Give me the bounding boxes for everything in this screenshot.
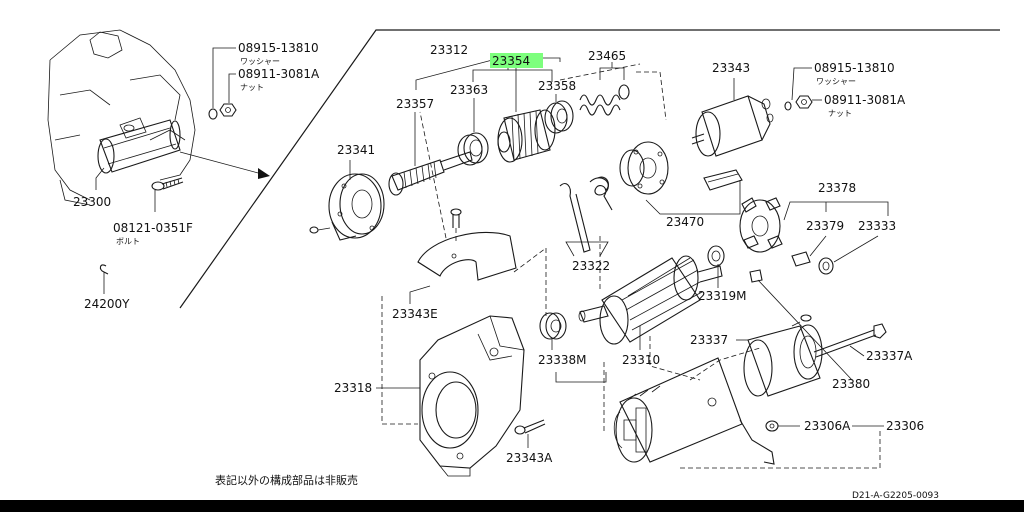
label-08911-left-sub: ナット [240, 83, 264, 92]
label-23357: 23357 [396, 97, 434, 111]
drive-bracket-drawing [419, 315, 525, 477]
label-23310: 23310 [622, 353, 660, 367]
footer-note: 表記以外の構成部品は非販売 [215, 473, 358, 487]
label-23337A: 23337A [866, 349, 913, 363]
armature-drawing [578, 255, 723, 345]
part-highlight [490, 53, 543, 68]
label-23341: 23341 [337, 143, 375, 157]
washer-nut-left [208, 103, 237, 120]
label-24200Y: 24200Y [84, 297, 130, 311]
label-23333: 23333 [858, 219, 896, 233]
label-23306A: 23306A [804, 419, 851, 433]
label-23470: 23470 [666, 215, 704, 229]
label-08121: 08121-0351F [113, 221, 193, 235]
bushing-drawing [544, 94, 574, 134]
label-23378: 23378 [818, 181, 856, 195]
diagram-reference: D21-A-G2205-0093 [852, 491, 939, 500]
label-23319M: 23319M [698, 289, 747, 303]
label-08915-right: 08915-13810 [814, 61, 895, 75]
brush-plate-drawing [619, 141, 743, 195]
small-screw-drawing [309, 226, 331, 234]
brush-holder-drawing [739, 197, 879, 275]
solenoid-drawing [691, 78, 774, 157]
clutch-gear-drawing [497, 68, 556, 163]
bearing-23338M-drawing [539, 312, 567, 340]
small-screw-23380 [791, 314, 812, 327]
label-23343A: 23343A [506, 451, 553, 465]
label-23363: 23363 [450, 83, 488, 97]
through-bolt-drawing [813, 323, 887, 358]
bearing-ring-drawing [457, 98, 489, 166]
label-23354[interactable]: 23354 [492, 54, 530, 68]
label-08915-left-sub: ワッシャー [240, 57, 280, 66]
brush-drawing [749, 269, 763, 283]
label-23338M: 23338M [538, 353, 587, 367]
label-23379: 23379 [806, 219, 844, 233]
label-23380: 23380 [832, 377, 870, 391]
label-23465: 23465 [588, 49, 626, 63]
pointer-arrow [179, 151, 263, 175]
label-08911-right-sub: ナット [828, 109, 852, 118]
label-08911-right: 08911-3081A [824, 93, 906, 107]
arrow-head [258, 168, 270, 179]
washer-nut-right [784, 95, 813, 111]
field-frame-drawing [613, 357, 775, 465]
spring-drawing [579, 84, 630, 116]
label-23306: 23306 [886, 419, 924, 433]
yoke-plate-drawing [417, 231, 517, 281]
label-23322: 23322 [572, 259, 610, 273]
starter-exploded-view: 23300 08121-0351F ボルト 24200Y 08915-13810… [47, 29, 1000, 501]
label-23337: 23337 [690, 333, 728, 347]
label-23358: 23358 [538, 79, 576, 93]
label-23312: 23312 [430, 43, 468, 57]
label-08915-right-sub: ワッシャー [816, 77, 856, 86]
bolt-drawing [151, 177, 184, 191]
pinion-shaft-drawing [388, 112, 473, 196]
bearing-23319M-drawing [707, 245, 725, 267]
clip-drawing [99, 264, 109, 275]
label-23318: 23318 [334, 381, 372, 395]
separator-line [179, 29, 1000, 309]
starter-assembly-drawing [97, 117, 181, 174]
drive-cover-drawing [328, 173, 385, 241]
small-bolt-23343E [450, 208, 462, 244]
label-08911-left: 08911-3081A [238, 67, 320, 81]
bottom-bar [0, 500, 1024, 512]
label-08915-left: 08915-13810 [238, 41, 319, 55]
label-23343: 23343 [712, 61, 750, 75]
label-08121-sub: ボルト [116, 237, 140, 246]
yoke-cover-drawing [743, 324, 823, 397]
engine-block-drawing [47, 29, 196, 206]
brush-spring-drawing [559, 176, 613, 253]
bolt-23343A-drawing [514, 419, 546, 435]
label-23343E: 23343E [392, 307, 438, 321]
label-23300: 23300 [73, 195, 111, 209]
screw-23306A-drawing [765, 420, 779, 432]
